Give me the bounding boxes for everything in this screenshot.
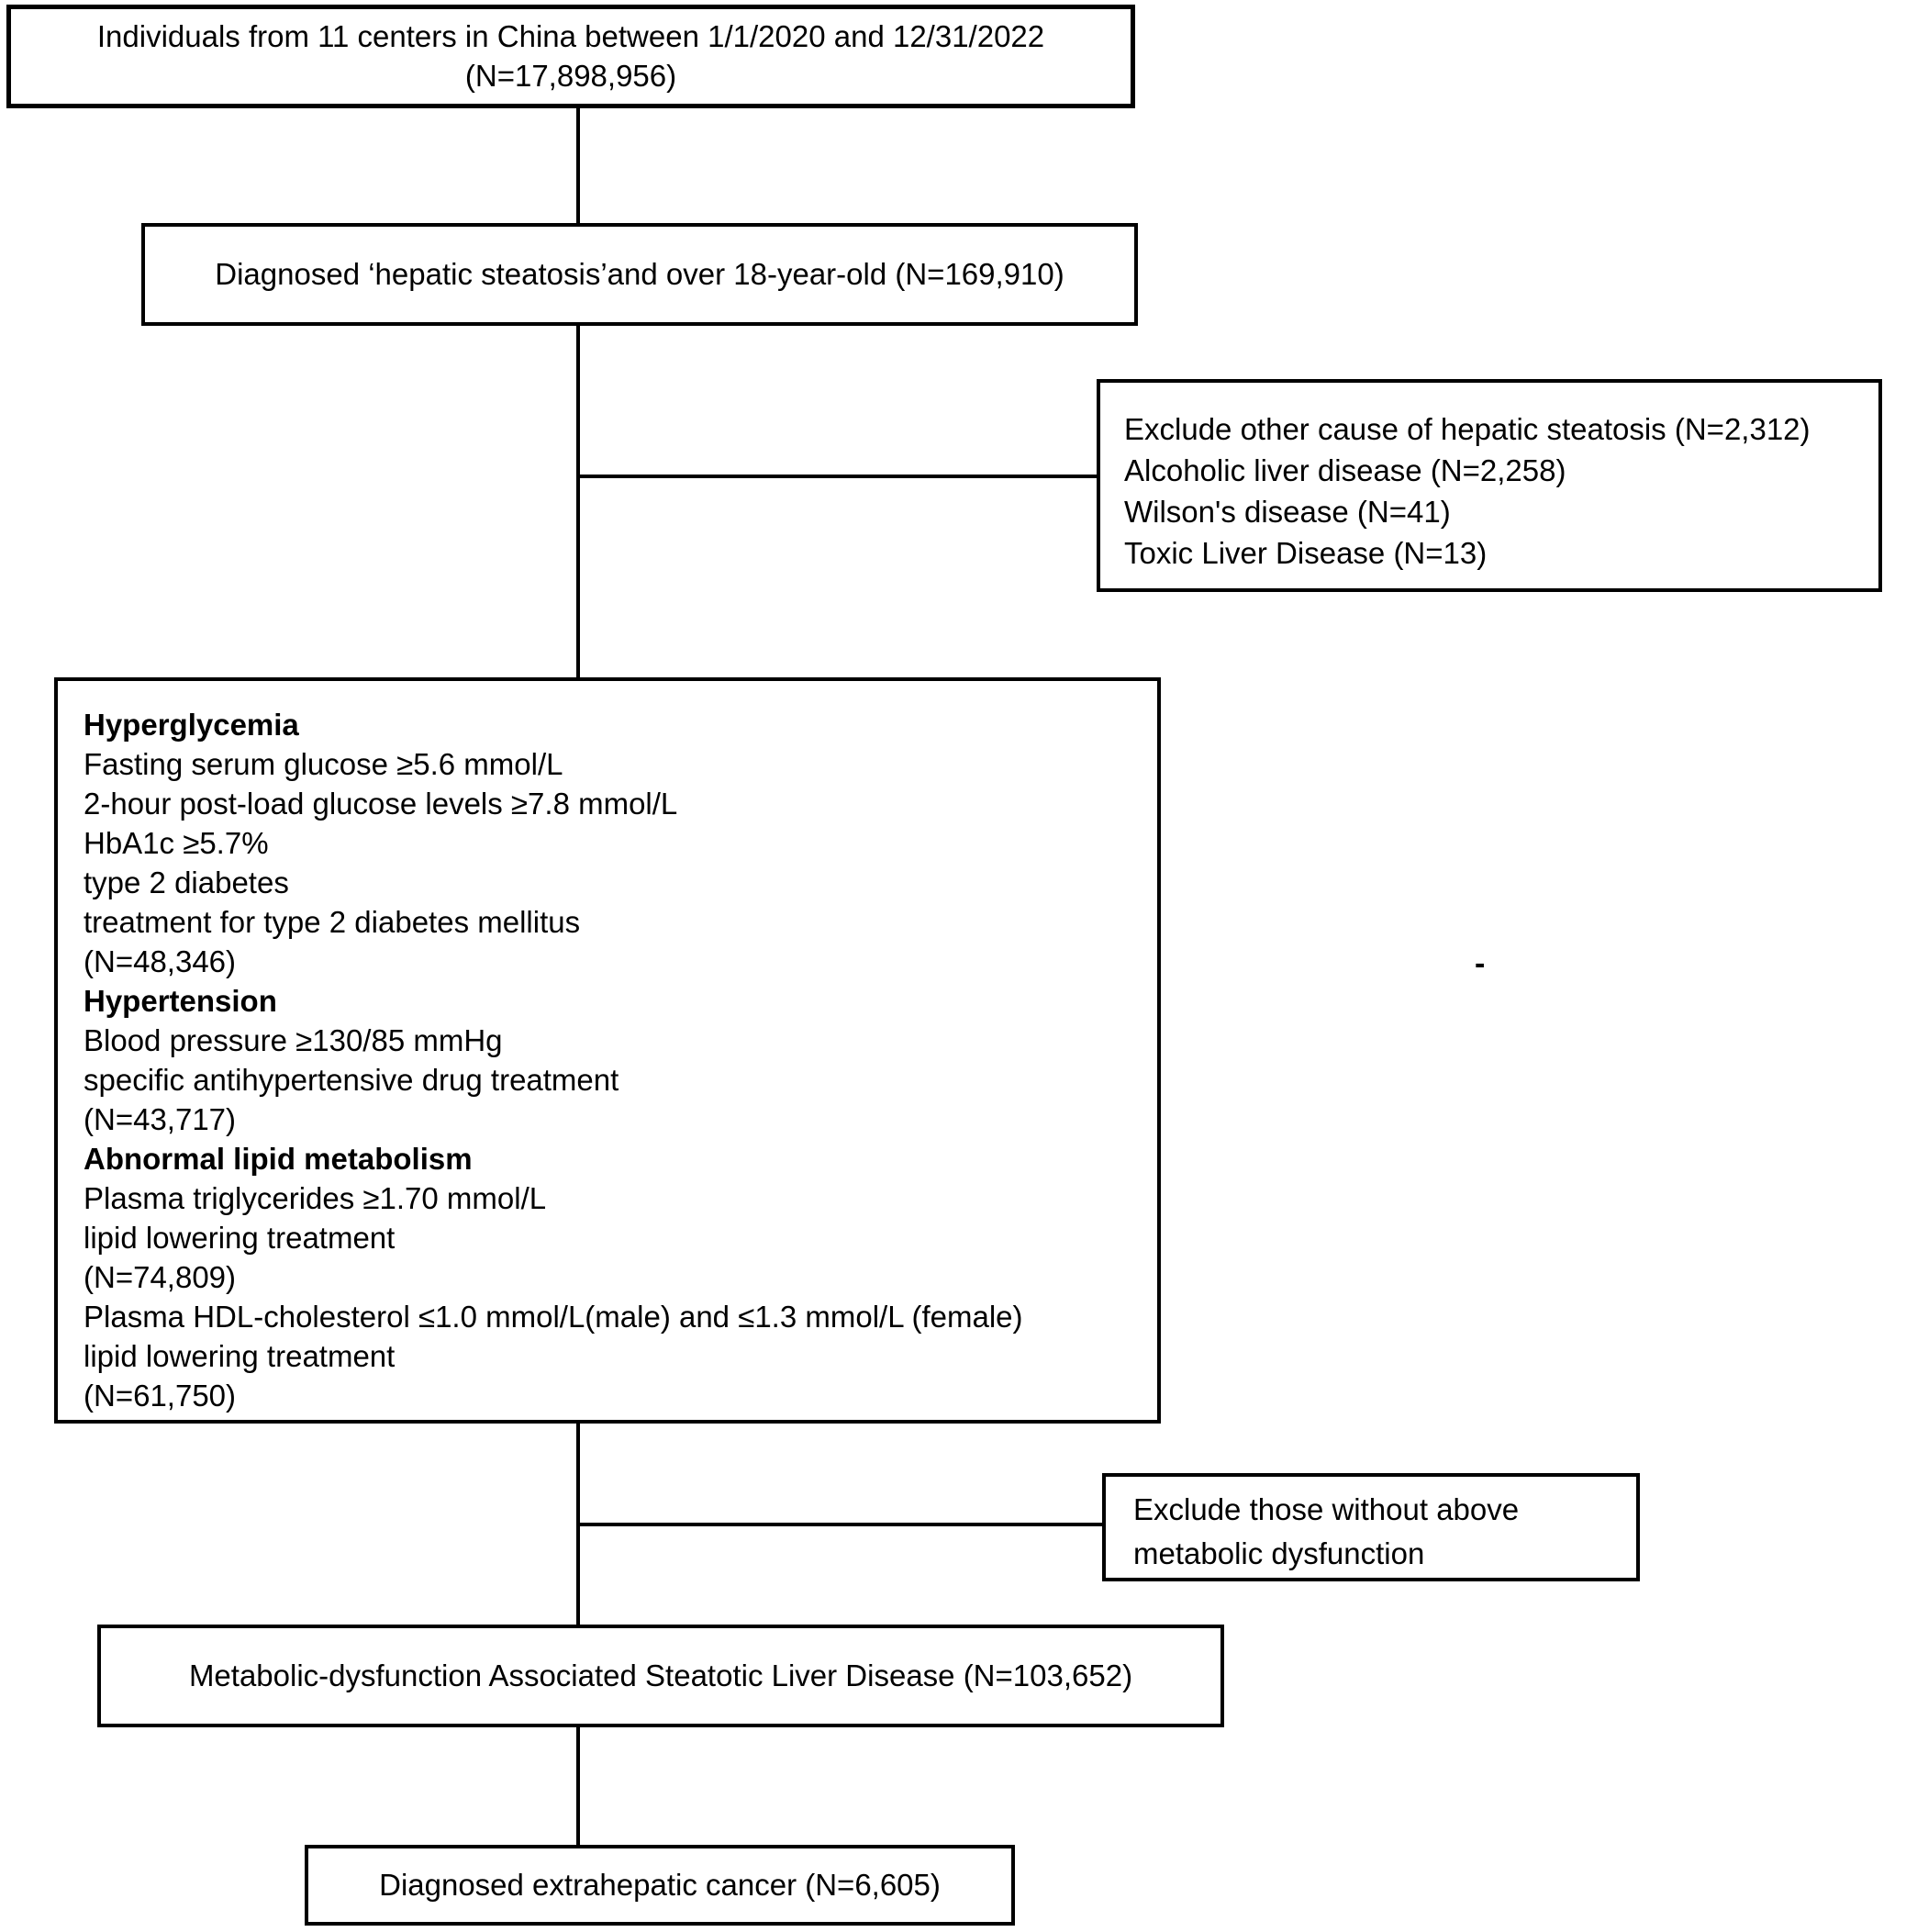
box-extrahepatic-cancer: Diagnosed extrahepatic cancer (N=6,605) <box>305 1845 1015 1926</box>
box-exclusion-other-causes: Exclude other cause of hepatic steatosis… <box>1097 379 1882 592</box>
exclusion-other-line: Alcoholic liver disease (N=2,258) <box>1124 453 1566 487</box>
exclusion-metabolic-line: Exclude those without above <box>1133 1492 1520 1526</box>
connector-branch-to-exclusion-metabolic <box>578 1523 1102 1526</box>
box-hepatic-steatosis: Diagnosed ‘hepatic steatosis’and over 18… <box>141 223 1138 326</box>
exclusion-other-line: Toxic Liver Disease (N=13) <box>1124 536 1488 570</box>
criteria-line: HbA1c ≥5.7% <box>84 826 269 860</box>
box-masld: Metabolic-dysfunction Associated Steatot… <box>97 1625 1224 1727</box>
criteria-count-hyperglycemia: (N=48,346) <box>84 944 237 978</box>
criteria-line: Fasting serum glucose ≥5.6 mmol/L <box>84 747 563 781</box>
masld-text: Metabolic-dysfunction Associated Steatot… <box>188 1658 1133 1692</box>
box-exclusion-no-dysfunction: Exclude those without above metabolic dy… <box>1102 1473 1640 1581</box>
connector-branch-to-exclusion-other <box>578 475 1097 478</box>
connector-steatosis-to-criteria <box>576 326 580 677</box>
exclusion-metabolic-line: metabolic dysfunction <box>1133 1536 1425 1570</box>
criteria-line: type 2 diabetes <box>84 865 289 899</box>
connector-source-to-steatosis <box>576 108 580 223</box>
box-source-population: Individuals from 11 centers in China bet… <box>6 5 1135 108</box>
exclusion-other-line: Exclude other cause of hepatic steatosis… <box>1124 412 1811 446</box>
criteria-line: lipid lowering treatment <box>84 1221 396 1255</box>
connector-masld-to-cancer <box>576 1727 580 1845</box>
criteria-line: Plasma HDL-cholesterol ≤1.0 mmol/L(male)… <box>84 1300 1023 1334</box>
criteria-line: 2-hour post-load glucose levels ≥7.8 mmo… <box>84 787 678 821</box>
hepatic-steatosis-text: Diagnosed ‘hepatic steatosis’and over 18… <box>215 256 1064 291</box>
exclusion-other-line: Wilson's disease (N=41) <box>1124 495 1451 529</box>
criteria-count-hypertension: (N=43,717) <box>84 1102 237 1136</box>
box-metabolic-criteria: Hyperglycemia Fasting serum glucose ≥5.6… <box>54 677 1161 1424</box>
criteria-line: Blood pressure ≥130/85 mmHg <box>84 1023 503 1057</box>
source-population-line1: Individuals from 11 centers in China bet… <box>96 18 1045 53</box>
criteria-count-hdl: (N=61,750) <box>84 1379 237 1413</box>
criteria-line: specific antihypertensive drug treatment <box>84 1063 619 1097</box>
criteria-line: Plasma triglycerides ≥1.70 mmol/L <box>84 1181 547 1215</box>
stray-dash: - <box>1475 946 1486 981</box>
criteria-count-triglycerides: (N=74,809) <box>84 1260 237 1294</box>
source-population-count: (N=17,898,956) <box>464 58 677 93</box>
criteria-heading-lipid: Abnormal lipid metabolism <box>84 1142 473 1176</box>
criteria-heading-hypertension: Hypertension <box>84 984 277 1018</box>
extrahepatic-cancer-text: Diagnosed extrahepatic cancer (N=6,605) <box>379 1867 941 1902</box>
criteria-line: treatment for type 2 diabetes mellitus <box>84 905 581 939</box>
criteria-heading-hyperglycemia: Hyperglycemia <box>84 708 299 742</box>
criteria-line: lipid lowering treatment <box>84 1339 396 1373</box>
